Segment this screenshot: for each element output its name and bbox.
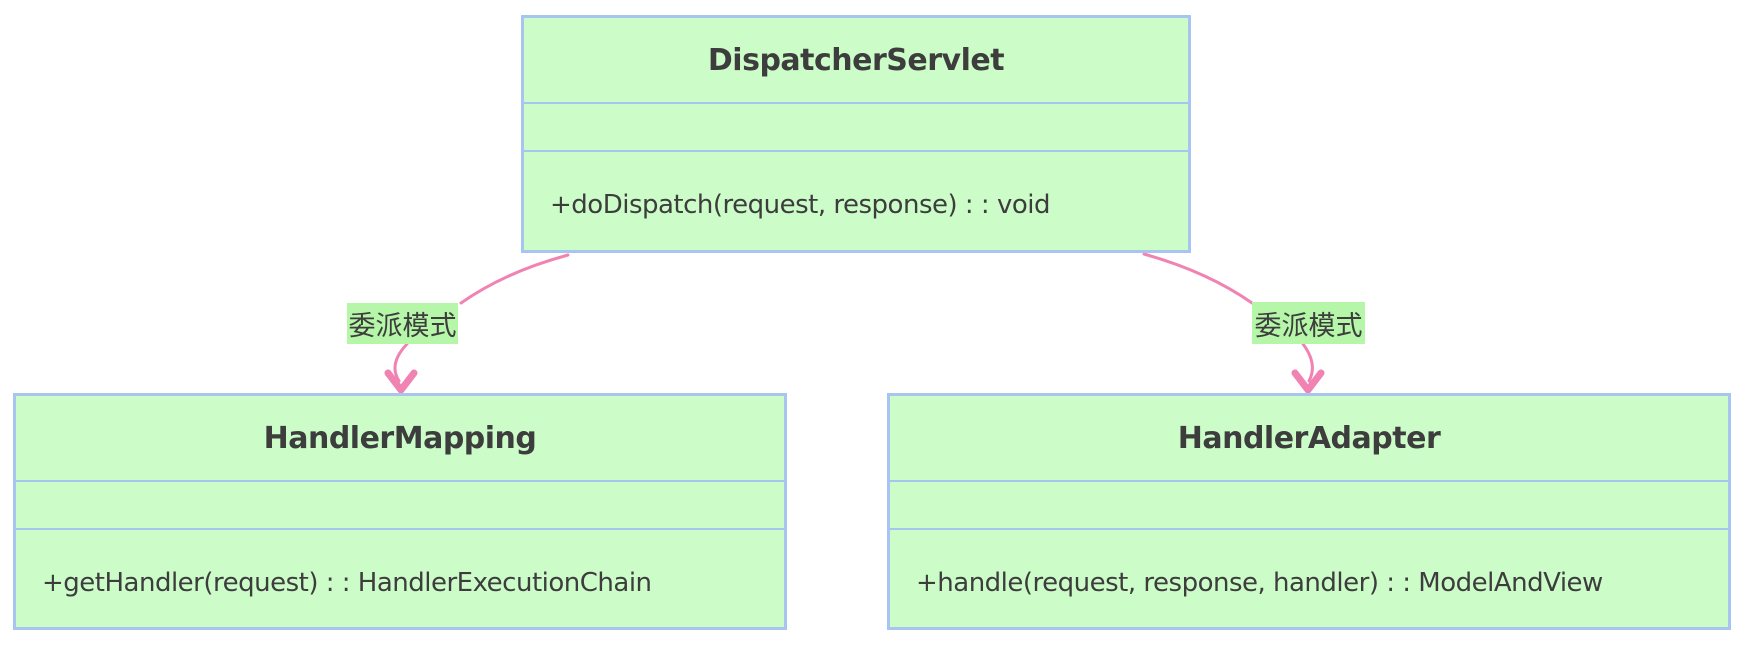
class-attributes-section [16, 482, 784, 530]
edge-label-delegation-right: 委派模式 [1252, 302, 1365, 344]
arrow-down-icon [384, 369, 418, 394]
class-handler-adapter: HandlerAdapter +handle(request, response… [887, 393, 1731, 630]
class-method: +handle(request, response, handler) : : … [916, 567, 1603, 598]
class-name: HandlerMapping [16, 396, 784, 482]
class-dispatcher-servlet: DispatcherServlet +doDispatch(request, r… [521, 15, 1191, 253]
edge-label-delegation-left: 委派模式 [347, 303, 458, 344]
connector-line [393, 342, 409, 383]
connector-line [1301, 342, 1314, 383]
class-name: HandlerAdapter [890, 396, 1728, 482]
class-attributes-section [524, 104, 1188, 152]
arrow-down-icon [1291, 369, 1325, 394]
class-method: +getHandler(request) : : HandlerExecutio… [42, 567, 652, 598]
class-attributes-section [890, 482, 1728, 530]
class-name: DispatcherServlet [524, 18, 1188, 104]
connector-line [459, 253, 570, 305]
class-method: +doDispatch(request, response) : : void [550, 190, 1050, 220]
class-handler-mapping: HandlerMapping +getHandler(request) : : … [13, 393, 787, 630]
connector-line [1142, 252, 1254, 305]
